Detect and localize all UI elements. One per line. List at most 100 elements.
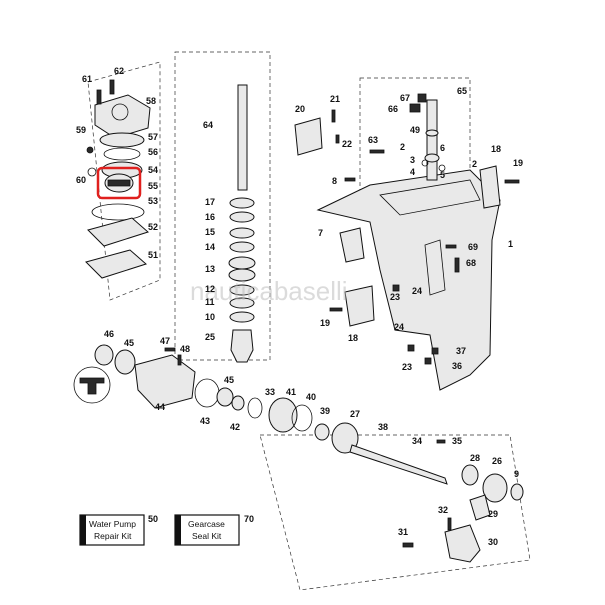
plug-23a: [392, 284, 400, 292]
label-69: 69: [468, 242, 478, 252]
driveshaft-group-outline: [174, 51, 271, 361]
label-47: 47: [160, 336, 170, 346]
label-46: 46: [104, 329, 114, 339]
gearcase-kit-number: 70: [244, 514, 254, 524]
label-2b: 2: [472, 159, 477, 169]
pinion-25: [230, 329, 254, 363]
part-labels: 61 62 58 59 57 56 54 60 55 53 52 51 64 1…: [76, 66, 523, 547]
gasket-53: [91, 203, 145, 221]
label-34: 34: [412, 436, 422, 446]
bearing-13a: [228, 256, 256, 270]
label-3: 3: [410, 155, 415, 165]
bearing-45a: [114, 349, 136, 375]
water-pump-housing: [94, 94, 151, 139]
oring-43: [194, 378, 220, 408]
label-26: 26: [492, 456, 502, 466]
label-20: 20: [295, 104, 305, 114]
label-31: 31: [398, 527, 408, 537]
trim-tab-18a: [479, 165, 501, 209]
screw-47: [164, 347, 176, 352]
bearing-45b: [216, 387, 234, 407]
propshaft-38: [349, 444, 448, 485]
seal-tool-icon: [73, 366, 111, 404]
label-32: 32: [438, 505, 448, 515]
bearing-11: [229, 297, 255, 309]
label-22: 22: [342, 139, 352, 149]
pin-35: [436, 439, 446, 444]
gear-26: [482, 473, 508, 503]
bearing-9: [510, 483, 524, 501]
label-39: 39: [320, 406, 330, 416]
label-49: 49: [410, 125, 420, 135]
screw-21: [331, 109, 336, 123]
seal-46: [94, 344, 114, 366]
shift-rod-65: [426, 99, 438, 181]
bearing-39: [314, 423, 330, 441]
label-4: 4: [410, 167, 415, 177]
label-57: 57: [148, 132, 158, 142]
label-35: 35: [452, 436, 462, 446]
strainer-18b: [344, 285, 375, 327]
label-66: 66: [388, 104, 398, 114]
impeller-highlight: [96, 166, 142, 200]
label-67: 67: [400, 93, 410, 103]
anode-7: [339, 227, 365, 263]
watermark: nauticabaselli: [190, 276, 348, 306]
gasket-51: [85, 249, 147, 279]
label-65: 65: [457, 86, 467, 96]
label-28: 28: [470, 453, 480, 463]
label-5: 5: [440, 170, 445, 180]
label-36: 36: [452, 361, 462, 371]
label-37: 37: [456, 346, 466, 356]
pin-48: [177, 354, 182, 366]
label-60: 60: [76, 175, 86, 185]
label-9: 9: [514, 469, 519, 479]
gearcase-housing-1: [316, 169, 501, 391]
label-59: 59: [76, 125, 86, 135]
bearing-carrier-44: [134, 354, 196, 409]
pin-32: [447, 517, 452, 531]
bearing-15: [229, 227, 255, 239]
ring-60: [87, 167, 97, 177]
lever-29: [469, 494, 491, 521]
label-54: 54: [148, 165, 158, 175]
oring-3: [421, 159, 429, 167]
screw-62: [109, 79, 115, 95]
washer-42: [231, 395, 245, 411]
label-64: 64: [203, 120, 213, 130]
label-15: 15: [205, 227, 215, 237]
label-24b: 24: [394, 322, 404, 332]
propshaft-group-outline: [259, 434, 531, 591]
water-pump-kit-box: Water Pump Repair Kit 50: [79, 514, 158, 546]
gearcase-kit-line1: Gearcase: [188, 519, 225, 529]
plug-23b: [407, 344, 415, 352]
label-45b: 45: [224, 375, 234, 385]
gear-41: [268, 397, 298, 433]
label-51: 51: [148, 250, 158, 260]
label-63: 63: [368, 135, 378, 145]
screw-19b: [329, 307, 343, 312]
label-55: 55: [148, 181, 158, 191]
label-42: 42: [230, 422, 240, 432]
oring-5: [438, 164, 446, 172]
label-21: 21: [330, 94, 340, 104]
water-pump-group-outline: [87, 61, 161, 301]
screw-22: [335, 134, 340, 144]
bearing-17: [229, 197, 255, 209]
label-62: 62: [114, 66, 124, 76]
bearing-10: [229, 311, 255, 323]
label-33: 33: [265, 387, 275, 397]
label-29: 29: [488, 509, 498, 519]
plug-37: [431, 347, 439, 355]
label-14: 14: [205, 242, 215, 252]
label-23a: 23: [390, 292, 400, 302]
gearcase-seal-kit-box: Gearcase Seal Kit 70: [174, 514, 254, 546]
bearing-13b: [228, 268, 256, 282]
plate-52: [87, 217, 149, 247]
label-23b: 23: [402, 362, 412, 372]
shift-cam-30: [444, 524, 481, 563]
bracket-20: [294, 117, 323, 156]
bushing-6: [424, 153, 440, 163]
label-53: 53: [148, 196, 158, 206]
